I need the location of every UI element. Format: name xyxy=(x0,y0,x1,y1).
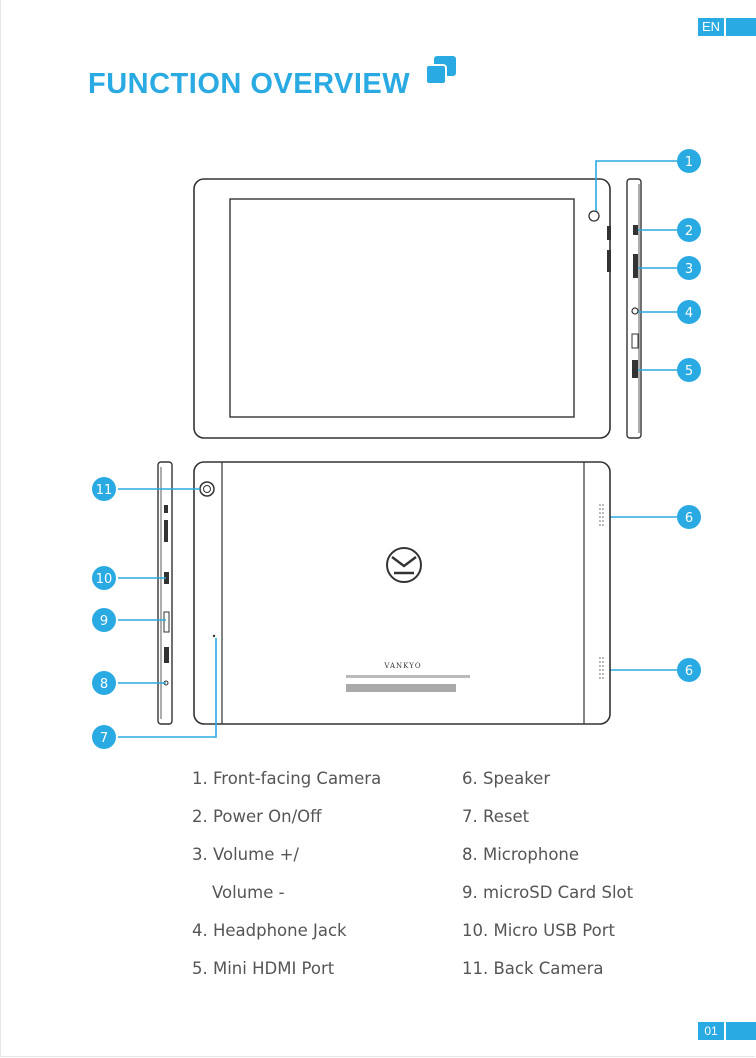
svg-text:1: 1 xyxy=(685,155,693,170)
legend-item: 6. Speaker xyxy=(462,769,550,788)
legend-item: 3. Volume +/ xyxy=(192,845,299,864)
legend-item: 11. Back Camera xyxy=(462,959,604,978)
callout-1: 1 xyxy=(677,149,701,173)
svg-text:8: 8 xyxy=(100,677,108,692)
callout-4: 4 xyxy=(677,300,701,324)
callout-2: 2 xyxy=(677,218,701,242)
callout-6-bottom: 6 xyxy=(677,658,701,682)
callout-3: 3 xyxy=(677,256,701,280)
legend-item: 5. Mini HDMI Port xyxy=(192,959,334,978)
mini-hdmi-port xyxy=(632,360,638,378)
legend-item: Volume - xyxy=(212,883,285,902)
svg-text:5: 5 xyxy=(685,364,693,379)
callout-7: 7 xyxy=(92,725,116,749)
page-number-tab: 01 xyxy=(698,1021,756,1041)
svg-text:10: 10 xyxy=(96,572,113,587)
legend-item: 10. Micro USB Port xyxy=(462,921,615,940)
tablet-back-view: VANKYO xyxy=(194,462,610,724)
legend-item: 2. Power On/Off xyxy=(192,807,321,826)
microphone-hole xyxy=(213,635,215,637)
callout-9: 9 xyxy=(92,608,116,632)
legend-item: 8. Microphone xyxy=(462,845,579,864)
legend-item: 1. Front-facing Camera xyxy=(192,769,381,788)
brand-mark: VANKYO xyxy=(383,662,421,670)
tablet-diagram: VANKYO xyxy=(0,0,756,760)
svg-text:2: 2 xyxy=(685,224,693,239)
svg-text:7: 7 xyxy=(100,731,108,746)
svg-text:6: 6 xyxy=(685,511,693,526)
svg-text:4: 4 xyxy=(685,306,693,321)
callout-5: 5 xyxy=(677,358,701,382)
legend-item: 4. Headphone Jack xyxy=(192,921,347,940)
svg-text:9: 9 xyxy=(100,614,108,629)
tablet-front-view xyxy=(194,179,610,438)
tablet-left-side-view xyxy=(158,462,172,724)
page-number-bar xyxy=(726,1022,756,1040)
svg-text:6: 6 xyxy=(685,664,693,679)
legend-item: 7. Reset xyxy=(462,807,529,826)
tablet-right-side-view xyxy=(607,179,641,438)
power-button xyxy=(633,225,638,235)
callout-8: 8 xyxy=(92,671,116,695)
callout-6-top: 6 xyxy=(677,505,701,529)
svg-text:3: 3 xyxy=(685,262,693,277)
callout-10: 10 xyxy=(92,566,116,590)
svg-text:11: 11 xyxy=(96,483,113,498)
legend-item: 9. microSD Card Slot xyxy=(462,883,633,902)
page-number: 01 xyxy=(698,1022,724,1040)
volume-rocker xyxy=(633,254,638,278)
callout-11: 11 xyxy=(92,477,116,501)
